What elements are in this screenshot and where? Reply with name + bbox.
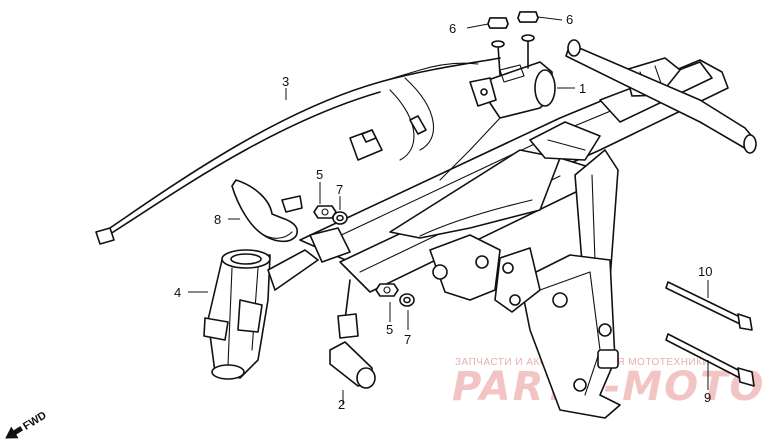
callout-5-upper: 5: [316, 167, 323, 182]
washer-7-lower: [399, 293, 415, 307]
callout-3: 3: [282, 74, 289, 89]
main-frame: [299, 39, 757, 419]
fwd-label: FWD: [21, 409, 49, 432]
bolt-10: [665, 281, 753, 331]
callout-1: 1: [579, 81, 586, 96]
callout-5-lower: 5: [386, 322, 393, 337]
nut-6-left: [487, 17, 509, 29]
nut-5-lower: [375, 283, 399, 297]
callout-6-right: 6: [566, 12, 573, 27]
callout-2: 2: [338, 397, 345, 412]
callout-9: 9: [704, 390, 711, 405]
washer-7-upper: [332, 211, 348, 225]
callout-7-upper: 7: [336, 182, 343, 197]
nut-5-upper: [313, 205, 337, 219]
fwd-direction-marker: FWD: [5, 409, 49, 439]
callout-4: 4: [174, 285, 181, 300]
callout-6-left: 6: [449, 21, 456, 36]
nut-6-right: [517, 11, 539, 23]
head-pipe: [203, 249, 319, 380]
callout-7-lower: 7: [404, 332, 411, 347]
callout-8: 8: [214, 212, 221, 227]
bolt-9: [665, 333, 755, 387]
wire-harness: [95, 57, 501, 245]
callout-10: 10: [698, 264, 712, 279]
spark-plug-cap: [329, 279, 376, 389]
clamp-band: [231, 179, 303, 243]
arrow-left-icon: [5, 426, 24, 439]
